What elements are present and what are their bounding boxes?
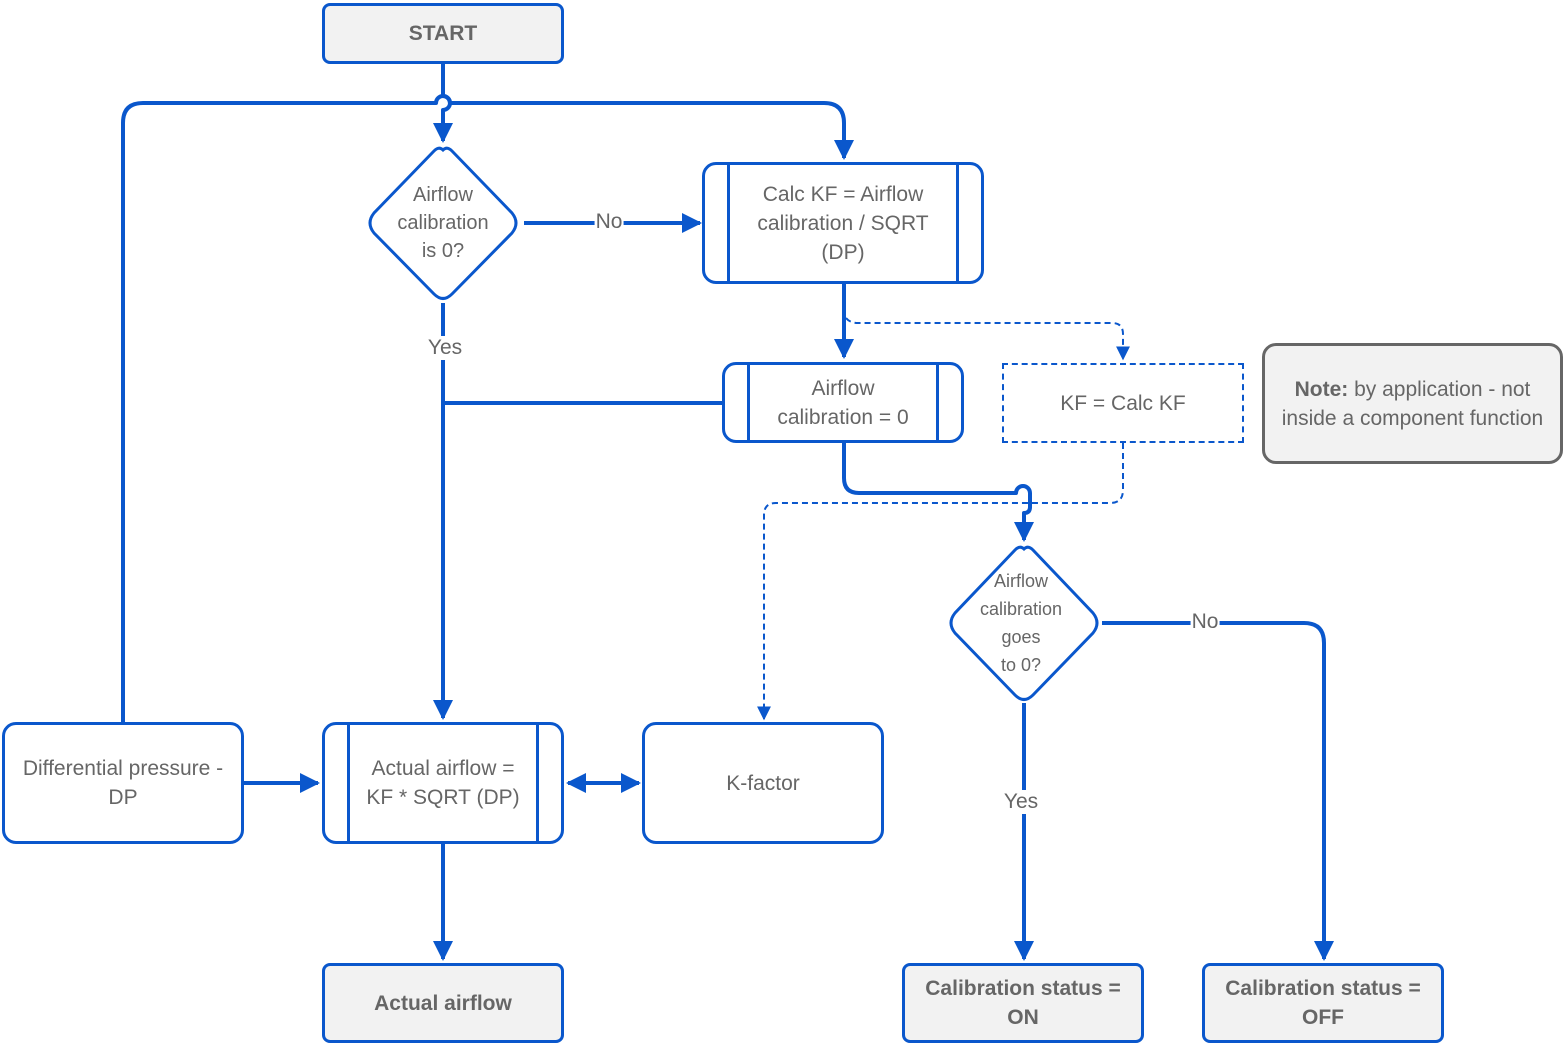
- edge-label-no-2: No: [1190, 610, 1220, 634]
- decision-airflow-cal-is-zero-shape: [368, 146, 518, 300]
- edge-decision2-no: [1102, 621, 1334, 961]
- actual-airflow-output-label: Actual airflow: [374, 991, 512, 1015]
- edge-dashed-calc-kf-to-kf: [845, 317, 1130, 361]
- decision-cal-goes-zero: Airflow calibration goes to 0?: [965, 566, 1077, 680]
- edge-dp-loop-to-calc-kf: [121, 94, 854, 722]
- note-bold-label: Note:: [1294, 377, 1349, 401]
- start-node: START: [322, 3, 564, 64]
- actual-airflow-output: Actual airflow: [322, 963, 564, 1043]
- differential-pressure-input: Differential pressure - DP: [2, 722, 244, 844]
- note-box: Note: by application - not inside a comp…: [1262, 343, 1563, 464]
- edge-label-no-1: No: [594, 210, 624, 234]
- edge-label-yes-1: Yes: [426, 336, 464, 360]
- calc-kf-label: Calc KF = Airflow calibration / SQRT (DP…: [757, 182, 929, 264]
- edge-cal-zero-to-decision2: [842, 443, 1034, 542]
- kf-calc-kf-node: KF = Calc KF: [1002, 363, 1244, 443]
- airflow-cal-zero-process: Airflow calibration = 0: [722, 362, 964, 443]
- k-factor-label: K-factor: [726, 771, 800, 795]
- edge-dashed-kf-to-k-factor: [757, 443, 1124, 721]
- calibration-status-on-label: Calibration status = ON: [925, 977, 1121, 1029]
- airflow-cal-zero-label: Airflow calibration = 0: [777, 376, 909, 429]
- differential-pressure-label: Differential pressure - DP: [22, 757, 224, 809]
- decision-cal-goes-zero-shape: [949, 545, 1099, 701]
- start-label: START: [408, 22, 478, 45]
- actual-airflow-calc-process: Actual airflow = KF * SQRT (DP): [322, 722, 564, 844]
- decision-cal-goes-zero-label: Airflow calibration goes to 0?: [979, 571, 1063, 675]
- edge-label-yes-2: Yes: [1002, 790, 1040, 814]
- k-factor-node: K-factor: [642, 722, 884, 844]
- note-body-label: by application - not inside a component …: [1281, 377, 1544, 430]
- calibration-status-on: Calibration status = ON: [902, 963, 1144, 1043]
- calc-kf-process: Calc KF = Airflow calibration / SQRT (DP…: [702, 162, 984, 284]
- kf-calc-kf-label: KF = Calc KF: [1060, 391, 1186, 415]
- decision-airflow-cal-is-zero-label: Airflow calibration is 0?: [397, 184, 489, 262]
- decision-airflow-cal-is-zero: Airflow calibration is 0?: [375, 178, 511, 268]
- calibration-status-off-label: Calibration status = OFF: [1225, 977, 1421, 1029]
- note-text-block: Note: by application - not inside a comp…: [1277, 375, 1548, 433]
- calibration-status-off: Calibration status = OFF: [1202, 963, 1444, 1043]
- actual-airflow-calc-label: Actual airflow = KF * SQRT (DP): [366, 757, 520, 809]
